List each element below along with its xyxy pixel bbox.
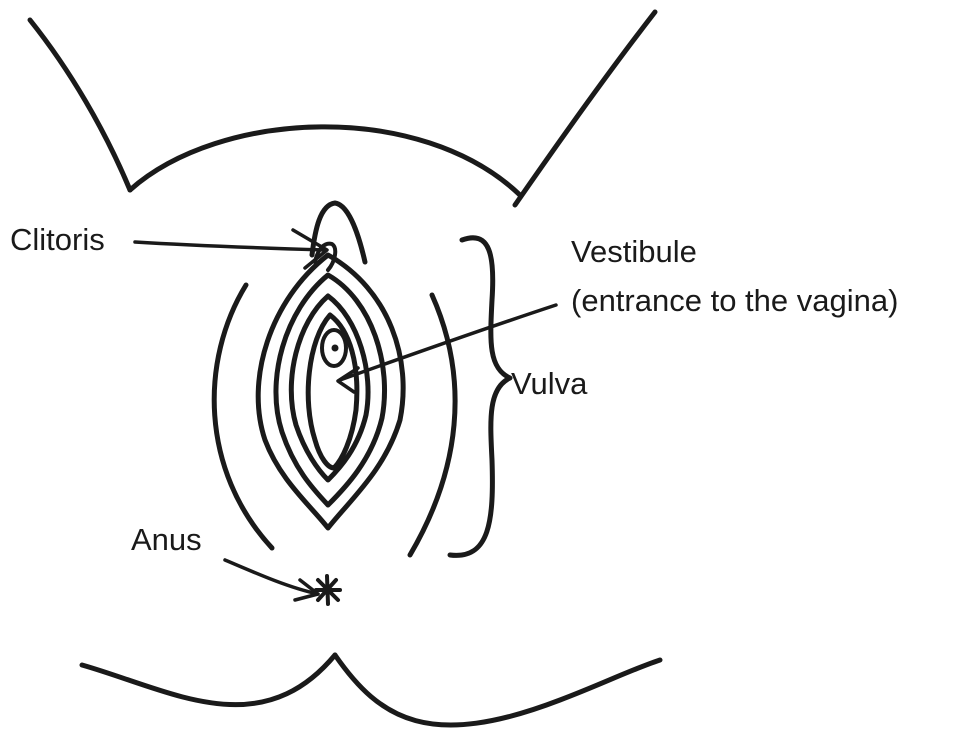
- vestibule-label: Vestibule: [571, 233, 697, 271]
- anus-mark: [316, 576, 340, 604]
- left-labium-majus: [214, 285, 272, 548]
- vulva-label: Vulva: [511, 365, 587, 403]
- right-thigh-line: [515, 12, 655, 205]
- vestibule-sublabel: (entrance to the vagina): [571, 282, 898, 320]
- urethral-dot: [332, 345, 339, 352]
- right-buttock-curve: [335, 655, 660, 725]
- anus-arrow: [225, 560, 318, 600]
- anus-label: Anus: [131, 521, 202, 559]
- right-labium-majus: [410, 295, 455, 555]
- left-thigh-line: [30, 20, 130, 190]
- clitoris-arrow: [135, 230, 327, 268]
- vulva-bracket: [450, 238, 510, 556]
- abdomen-curve: [130, 127, 520, 195]
- clitoris-label: Clitoris: [10, 221, 105, 259]
- left-buttock-curve: [82, 655, 335, 705]
- vestibule-oval: [308, 315, 357, 468]
